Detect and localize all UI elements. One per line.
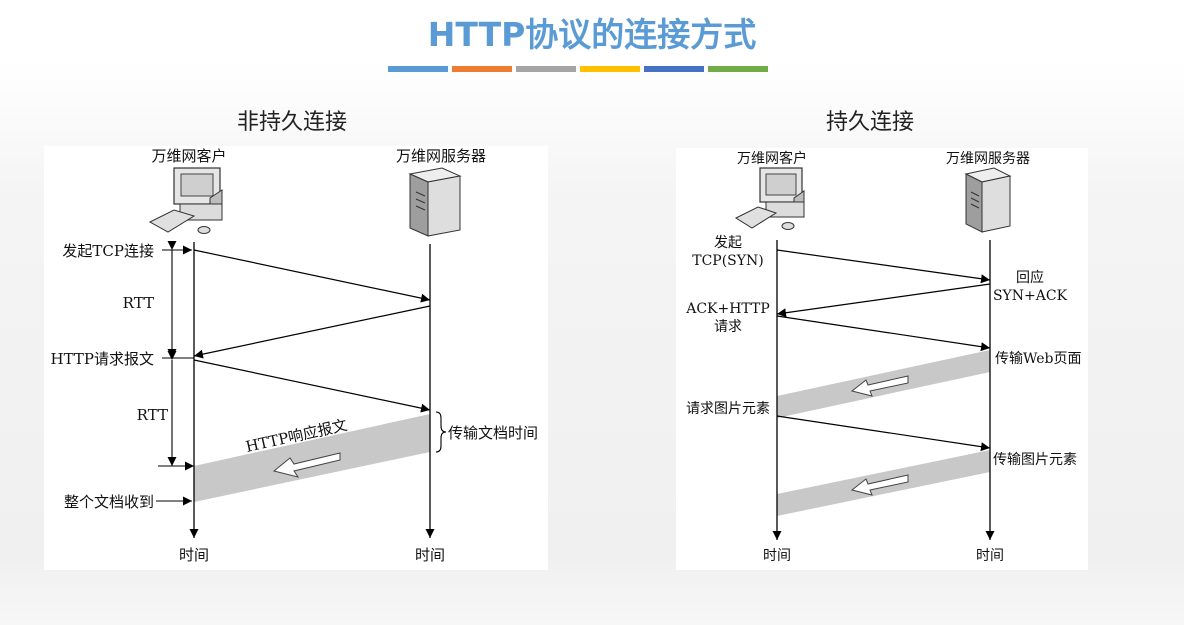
tcp-syn-arrow	[193, 249, 431, 303]
client-label: 万维网客户	[737, 150, 807, 167]
color-bar-strip	[388, 66, 774, 72]
color-bar	[580, 66, 640, 72]
label-time-client: 时间	[179, 546, 209, 564]
label-time-client: 时间	[763, 548, 791, 564]
transfer-time-brace	[435, 411, 447, 453]
server-icon	[408, 167, 462, 237]
color-bar	[708, 66, 768, 72]
rtt-bracket-1	[162, 241, 194, 359]
syn-arrow	[776, 249, 991, 284]
label-synack-line1: 回应	[1016, 269, 1044, 286]
color-bar	[516, 66, 576, 72]
server-label: 万维网服务器	[396, 147, 486, 165]
label-time-server: 时间	[415, 546, 445, 564]
http-request-arrow	[193, 359, 431, 413]
label-syn-line1: 发起	[714, 235, 742, 251]
label-ack-line1: ACK+HTTP	[685, 301, 770, 317]
color-bar	[644, 66, 704, 72]
label-time-server: 时间	[976, 548, 1004, 564]
server-icon	[964, 167, 1012, 233]
color-bar	[388, 66, 448, 72]
heading-persistent: 持久连接	[826, 110, 915, 135]
tcp-synack-arrow	[193, 305, 431, 359]
label-rtt-1: RTT	[123, 294, 154, 312]
heading-non-persistent: 非持久连接	[237, 110, 348, 135]
server-label: 万维网服务器	[946, 151, 1030, 167]
client-computer-icon	[734, 167, 805, 230]
label-image-transfer: 传输图片元素	[993, 452, 1077, 468]
label-synack-line2: SYN+ACK	[993, 288, 1068, 304]
label-rtt-2: RTT	[137, 406, 168, 424]
rtt-bracket-2	[158, 351, 194, 471]
web-page-arrow-icon	[850, 375, 909, 397]
label-web-page: 传输Web页面	[995, 351, 1082, 367]
label-tcp-connect: 发起TCP连接	[62, 242, 154, 260]
label-transfer-time: 传输文档时间	[448, 424, 538, 442]
non-persistent-svg: 万维网客户 万维网服务器 发起TCP连接 RTT HTTP请求报文 RTT HT…	[51, 147, 538, 564]
non-persistent-diagram: 万维网客户 万维网服务器 发起TCP连接 RTT HTTP请求报文 RTT HT…	[44, 146, 548, 570]
label-image-request: 请求图片元素	[686, 401, 770, 417]
page-title: HTTP协议的连接方式	[427, 15, 757, 54]
image-arrow-icon	[850, 474, 909, 496]
synack-arrow	[776, 283, 991, 318]
persistent-svg: 万维网客户 万维网服务器 发起 TCP(SYN) 回应 SYN+ACK ACK+…	[685, 150, 1082, 564]
label-http-request: HTTP请求报文	[51, 350, 154, 368]
client-computer-icon	[148, 167, 223, 234]
image-request-arrow	[776, 415, 991, 452]
label-document-received: 整个文档收到	[64, 493, 154, 511]
ack-http-request-arrow	[776, 315, 991, 352]
label-syn-line2: TCP(SYN)	[692, 253, 763, 269]
color-bar	[452, 66, 512, 72]
response-arrow-icon	[272, 452, 341, 478]
response-band	[194, 414, 430, 502]
label-ack-line2: 请求	[714, 319, 742, 335]
client-label: 万维网客户	[151, 147, 226, 165]
persistent-diagram: 万维网客户 万维网服务器 发起 TCP(SYN) 回应 SYN+ACK ACK+…	[676, 148, 1088, 570]
